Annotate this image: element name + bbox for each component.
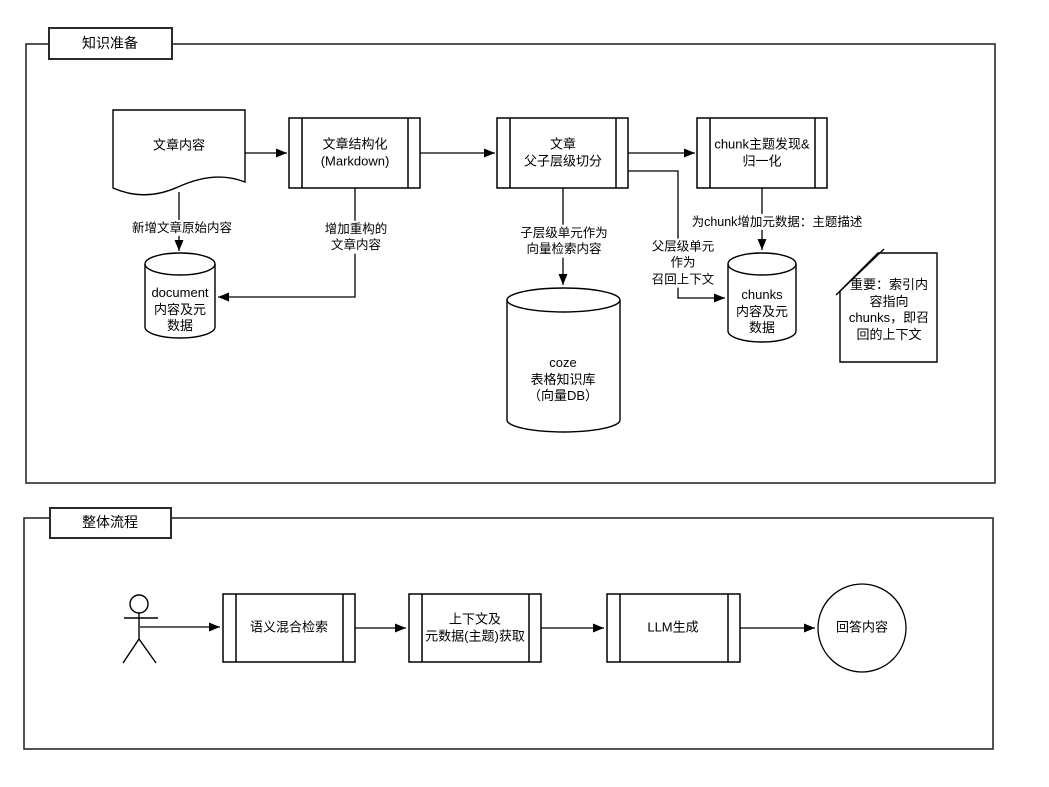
actor-icon [122, 594, 158, 664]
label-structuring: 文章结构化 (Markdown) [320, 136, 390, 168]
label-topic-discovery: chunk主题发现& 归一化 [714, 136, 810, 168]
label-document-db: document 内容及元 数据 [151, 285, 209, 334]
label-coze-db: coze 表格知识库 （向量DB） [527, 355, 599, 404]
connectors [140, 148, 815, 633]
cylinder-chunks-db [727, 252, 797, 343]
process-box-splitting [496, 117, 629, 189]
section-title-knowledge-prep: 知识准备 [82, 35, 138, 52]
answer-circle [817, 583, 907, 673]
process-box-llm-generate [606, 593, 741, 663]
process-box-context-fetch [408, 593, 542, 663]
cylinder-document-db [144, 252, 216, 339]
process-box-topic-discovery [696, 117, 828, 189]
frame-label-box-knowledge-prep [48, 27, 173, 60]
edge-label-parent-units-recall: 父层级单元 作为 召回上下文 [649, 238, 717, 288]
section-title-overall-flow: 整体流程 [82, 514, 138, 531]
arrow-splitting-to-chunks-db [628, 170, 725, 303]
label-splitting: 文章 父子层级切分 [523, 136, 603, 168]
label-answer: 回答内容 [835, 619, 889, 635]
cylinder-coze-db [506, 287, 621, 433]
frame-knowledge-prep [25, 43, 996, 484]
label-article: 文章内容 [152, 137, 206, 153]
label-chunks-db: chunks 内容及元 数据 [735, 287, 789, 336]
label-hybrid-search: 语义混合检索 [249, 619, 329, 635]
edge-label-child-units-vector: 子层级单元作为 向量检索内容 [518, 224, 610, 258]
frame-label-box-overall-flow [49, 507, 172, 539]
process-box-hybrid-search [222, 593, 356, 663]
note-shape [835, 248, 938, 363]
label-note: 重要：索引内 容指向 chunks，即召 回的上下文 [848, 276, 930, 342]
label-context-fetch: 上下文及 元数据(主题)获取 [425, 611, 525, 643]
edge-label-chunk-metadata: 为chunk增加元数据：主题描述 [689, 213, 865, 231]
process-box-structuring [288, 117, 421, 189]
edge-label-restructured-content: 增加重构的 文章内容 [322, 220, 390, 254]
frame-overall-flow [23, 517, 994, 750]
label-llm-generate: LLM生成 [647, 619, 699, 635]
edge-label-new-original-content: 新增文章原始内容 [129, 219, 235, 237]
document-shape-article [112, 109, 246, 196]
